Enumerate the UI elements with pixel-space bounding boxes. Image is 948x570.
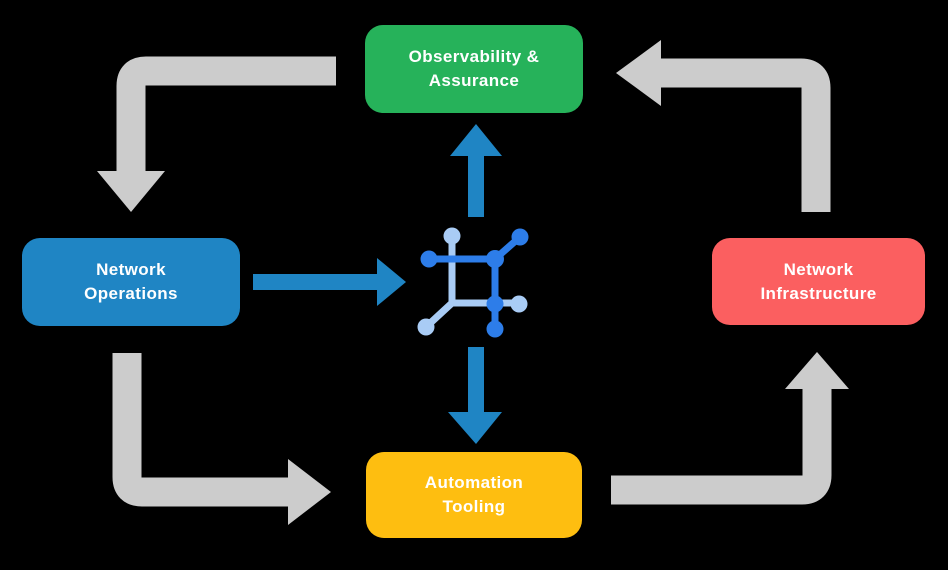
arrow-automation-to-infrastructure bbox=[611, 352, 849, 505]
node-label-line: Network bbox=[783, 259, 854, 279]
node-network-operations: Network Operations bbox=[22, 238, 240, 326]
node-label-line: Automation bbox=[424, 473, 524, 492]
node-label-line: Network bbox=[96, 260, 166, 279]
node-automation-tooling: Automation Tooling bbox=[366, 452, 582, 538]
arrow-infrastructure-to-observability bbox=[616, 40, 831, 212]
node-label-line: Infrastructure bbox=[760, 283, 877, 303]
arrow-icon-to-automation bbox=[448, 347, 502, 444]
arrow-operations-to-icon bbox=[253, 258, 406, 306]
arrow-operations-to-automation bbox=[112, 353, 331, 525]
node-network-infrastructure: Network Infrastructure bbox=[712, 238, 925, 325]
node-label-line: Tooling bbox=[442, 497, 506, 516]
node-label-line: Operations bbox=[84, 284, 178, 303]
arrow-observability-to-operations bbox=[97, 56, 336, 212]
node-label-line: Observability & bbox=[408, 47, 540, 66]
node-label-line: Assurance bbox=[428, 71, 520, 90]
network-automation-icon bbox=[417, 227, 529, 338]
arrow-icon-to-observability bbox=[450, 124, 502, 217]
node-observability-assurance: Observability & Assurance bbox=[365, 25, 583, 113]
